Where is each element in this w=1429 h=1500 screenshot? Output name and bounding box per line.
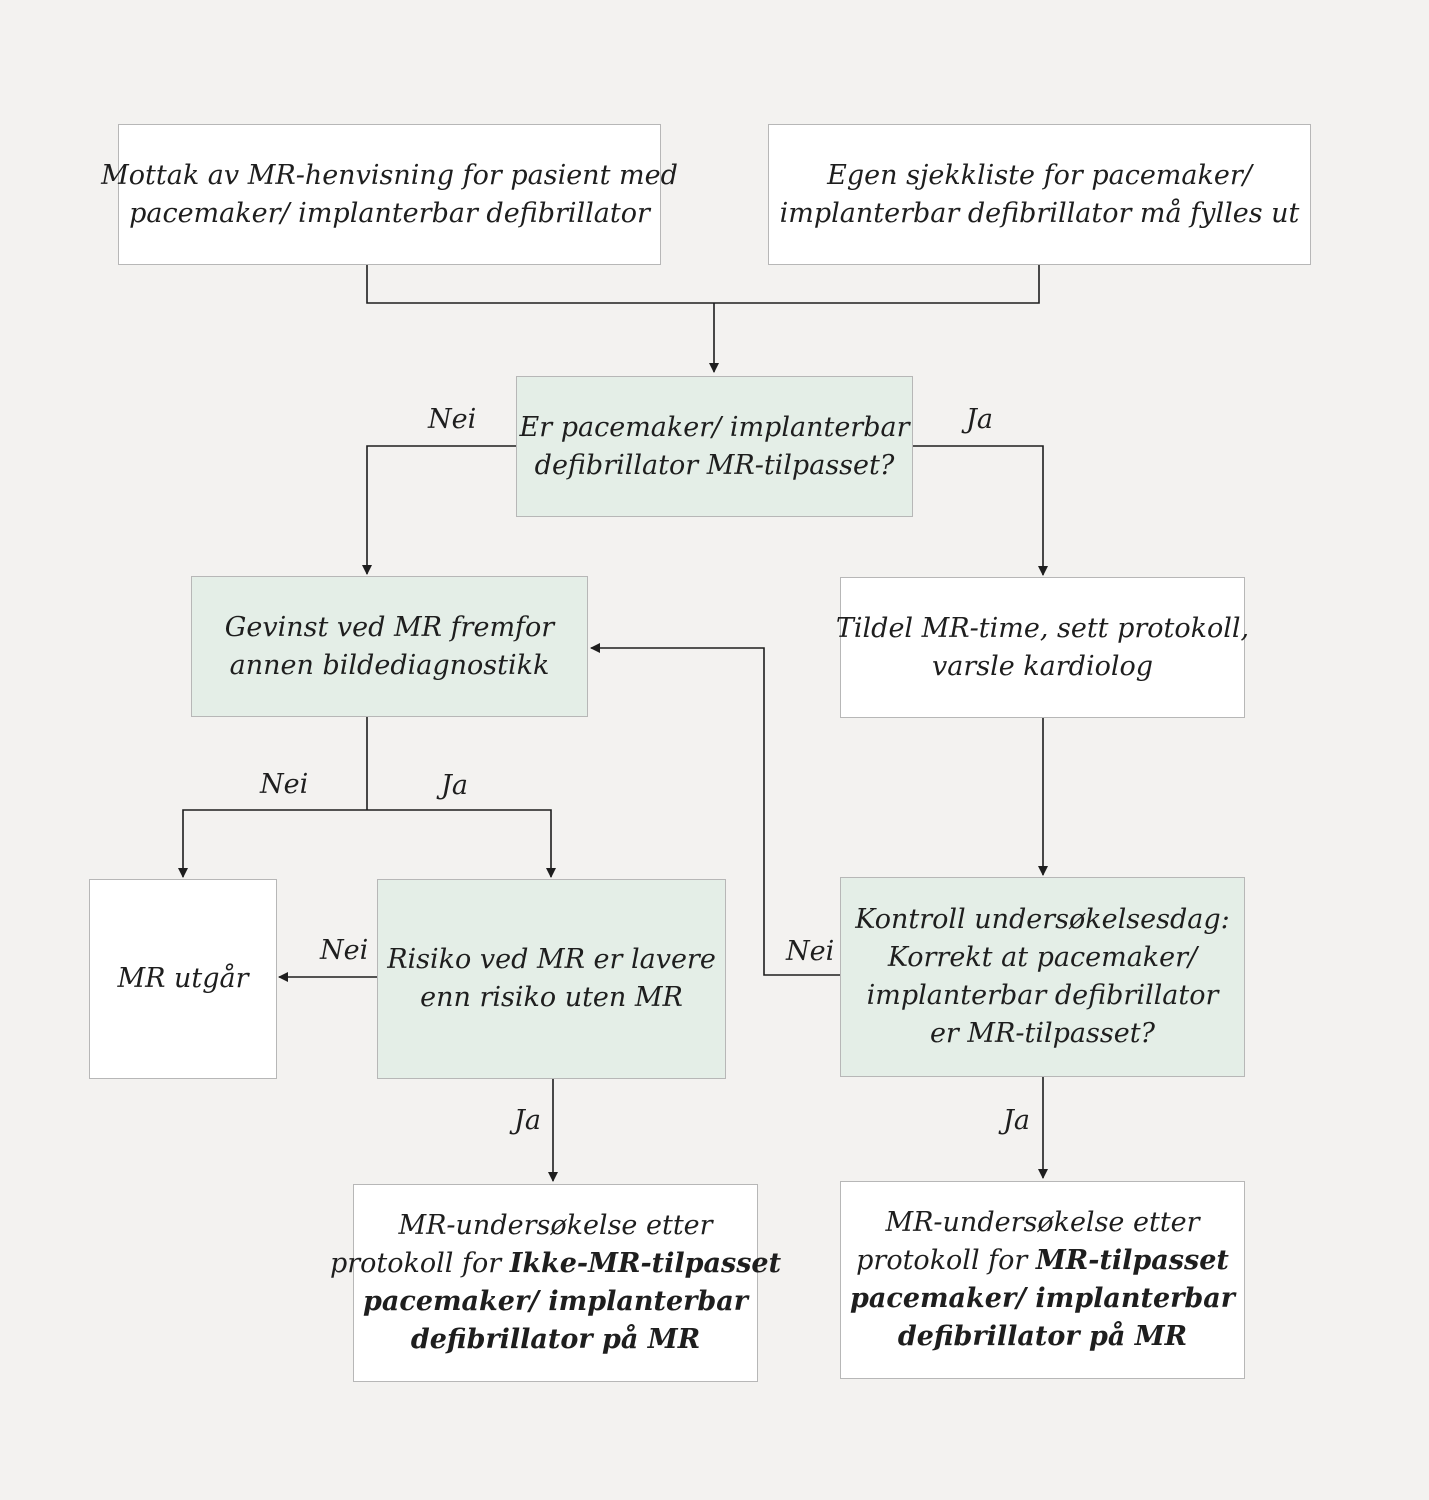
mr-conditional-question-box: Er pacemaker/ implanterbar defibrillator… bbox=[516, 376, 913, 517]
edge-label-check-yes: Ja bbox=[1003, 1105, 1030, 1136]
assign-time-box: Tildel MR-time, sett protokoll, varsle k… bbox=[836, 577, 1249, 718]
protocol-non-conditional-prefix: protokoll for bbox=[329, 1248, 510, 1279]
edge-label-benefit-yes: Ja bbox=[441, 770, 468, 801]
protocol-non-conditional-bold-3: defibrillator på MR bbox=[410, 1324, 701, 1355]
protocol-non-conditional-line-3: pacemaker/ implanterbar bbox=[330, 1283, 781, 1321]
exam-day-check-box: Kontroll undersøkelsesdag: Korrekt at pa… bbox=[840, 877, 1245, 1077]
protocol-non-conditional-line-1: MR-undersøkelse etter bbox=[398, 1210, 713, 1241]
mr-cancelled-text: MR utgår bbox=[117, 963, 249, 994]
arrow-q1-yes bbox=[912, 445, 1048, 576]
risk-question-line-2: enn risiko uten MR bbox=[420, 982, 683, 1013]
arrow-benefit-yes bbox=[367, 809, 556, 878]
benefit-question-box: Gevinst ved MR fremfor annen bildediagno… bbox=[191, 576, 588, 717]
protocol-conditional-line-3: pacemaker/ implanterbar bbox=[850, 1280, 1235, 1318]
benefit-question-line-1: Gevinst ved MR fremfor bbox=[224, 611, 555, 643]
risk-question-box: Risiko ved MR er lavere enn risiko uten … bbox=[377, 879, 726, 1079]
protocol-conditional-bold-2: pacemaker/ implanterbar bbox=[850, 1283, 1235, 1314]
arrow-check-no bbox=[590, 643, 840, 976]
protocol-non-conditional-bold-1: Ikke-MR-tilpasset bbox=[509, 1248, 782, 1279]
referral-text-line-2: pacemaker/ implanterbar defibrillator bbox=[129, 197, 650, 229]
protocol-non-conditional-bold-2: pacemaker/ implanterbar bbox=[363, 1286, 748, 1317]
protocol-conditional-line-2: protokoll for MR-tilpasset bbox=[850, 1242, 1235, 1280]
edge-label-q1-no: Nei bbox=[428, 404, 477, 435]
mr-conditional-question-line-2: defibrillator MR-tilpasset? bbox=[534, 449, 895, 481]
edge-label-q1-yes: Ja bbox=[966, 404, 993, 435]
arrow-benefit-no bbox=[178, 809, 367, 878]
protocol-non-conditional-box: MR-undersøkelse etter protokoll for Ikke… bbox=[330, 1184, 781, 1382]
protocol-conditional-bold-3: defibrillator på MR bbox=[897, 1321, 1188, 1352]
exam-day-check-line-2: Korrekt at pacemaker/ bbox=[887, 942, 1198, 973]
protocol-conditional-bold-1: MR-tilpasset bbox=[1035, 1245, 1229, 1276]
protocol-conditional-line-4: defibrillator på MR bbox=[850, 1318, 1235, 1356]
protocol-conditional-line-1: MR-undersøkelse etter bbox=[885, 1207, 1200, 1238]
edge-label-risk-no: Nei bbox=[320, 935, 369, 966]
mr-cancelled-box: MR utgår bbox=[89, 879, 277, 1079]
mr-conditional-question-line-1: Er pacemaker/ implanterbar bbox=[519, 411, 910, 443]
risk-question-line-1: Risiko ved MR er lavere bbox=[387, 944, 716, 975]
edge-label-check-no: Nei bbox=[786, 936, 835, 967]
edge-label-risk-yes: Ja bbox=[514, 1105, 541, 1136]
exam-day-check-line-1: Kontroll undersøkelsesdag: bbox=[855, 904, 1230, 935]
protocol-non-conditional-line-2: protokoll for Ikke-MR-tilpasset bbox=[330, 1245, 781, 1283]
referral-box: Mottak av MR-henvisning for pasient med … bbox=[101, 124, 678, 265]
exam-day-check-line-3: implanterbar defibrillator bbox=[866, 980, 1219, 1011]
protocol-conditional-prefix: protokoll for bbox=[856, 1245, 1036, 1276]
protocol-conditional-box: MR-undersøkelse etter protokoll for MR-t… bbox=[840, 1181, 1245, 1379]
checklist-box: Egen sjekkliste for pacemaker/ implanter… bbox=[768, 124, 1311, 265]
referral-text-line-1: Mottak av MR-henvisning for pasient med bbox=[101, 159, 678, 191]
exam-day-check-line-4: er MR-tilpasset? bbox=[929, 1018, 1156, 1049]
checklist-text-line-2: implanterbar defibrillator må fylles ut bbox=[779, 197, 1300, 229]
connector-checklist bbox=[714, 265, 1040, 304]
arrow-q1-no bbox=[362, 445, 516, 575]
edge-label-benefit-no: Nei bbox=[260, 769, 309, 800]
protocol-non-conditional-line-4: defibrillator på MR bbox=[330, 1321, 781, 1359]
assign-time-line-2: varsle kardiolog bbox=[931, 650, 1154, 682]
assign-time-line-1: Tildel MR-time, sett protokoll, bbox=[835, 612, 1250, 644]
checklist-text-line-1: Egen sjekkliste for pacemaker/ bbox=[827, 159, 1252, 191]
connector-referral bbox=[366, 265, 714, 304]
benefit-question-line-2: annen bildediagnostikk bbox=[229, 649, 550, 681]
